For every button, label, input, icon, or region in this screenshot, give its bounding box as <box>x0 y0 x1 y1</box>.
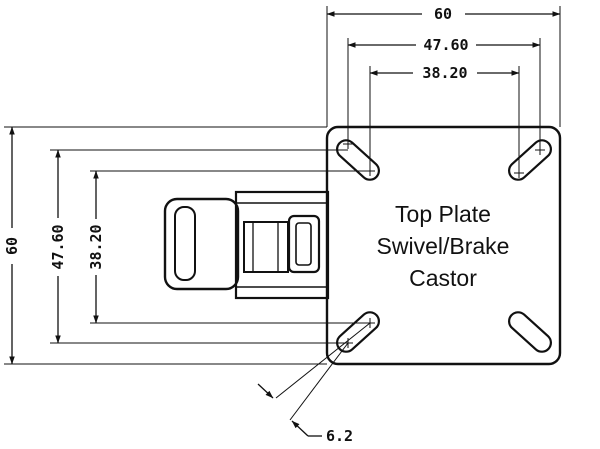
dimension-slot-width-label: 6.2 <box>326 427 353 445</box>
top-plate <box>325 125 562 366</box>
mounting-slot <box>336 139 380 181</box>
mounting-slot <box>336 311 380 353</box>
dimension-plate-height-label: 60 <box>3 237 21 255</box>
dimension-slot-width: 6.2 <box>257 383 353 445</box>
plate-label-line2: Swivel/Brake <box>377 233 510 259</box>
dimension-hole-spacing-inner-y: 38.20 <box>87 170 105 324</box>
dimension-plate-width-label: 60 <box>434 5 452 23</box>
extension-lines <box>4 6 561 421</box>
axle-block <box>243 221 289 273</box>
plate-label-line3: Castor <box>409 265 477 291</box>
dimension-hole-spacing-outer-y: 47.60 <box>49 149 67 344</box>
dimension-plate-width: 60 <box>326 5 561 23</box>
dimension-hole-spacing-outer-x: 47.60 <box>347 36 541 54</box>
brake-pedal-slot <box>174 206 196 281</box>
dimension-hole-spacing-inner-x: 38.20 <box>369 64 520 82</box>
wheel-housing <box>234 190 330 300</box>
wheel-assembly <box>163 190 330 300</box>
brake-pedal <box>163 197 240 291</box>
plate-label-line1: Top Plate <box>395 201 491 227</box>
dimension-hole-spacing-inner-x-label: 38.20 <box>422 64 467 82</box>
dimension-hole-spacing-outer-y-label: 47.60 <box>49 224 67 269</box>
mounting-slot <box>508 311 552 353</box>
mounting-slot <box>508 139 552 181</box>
dimension-hole-spacing-inner-y-label: 38.20 <box>87 224 105 269</box>
dimension-hole-spacing-outer-x-label: 47.60 <box>423 36 468 54</box>
dimension-plate-height: 60 <box>3 126 21 365</box>
mounting-slots <box>336 139 552 353</box>
brake-lever <box>287 214 321 274</box>
